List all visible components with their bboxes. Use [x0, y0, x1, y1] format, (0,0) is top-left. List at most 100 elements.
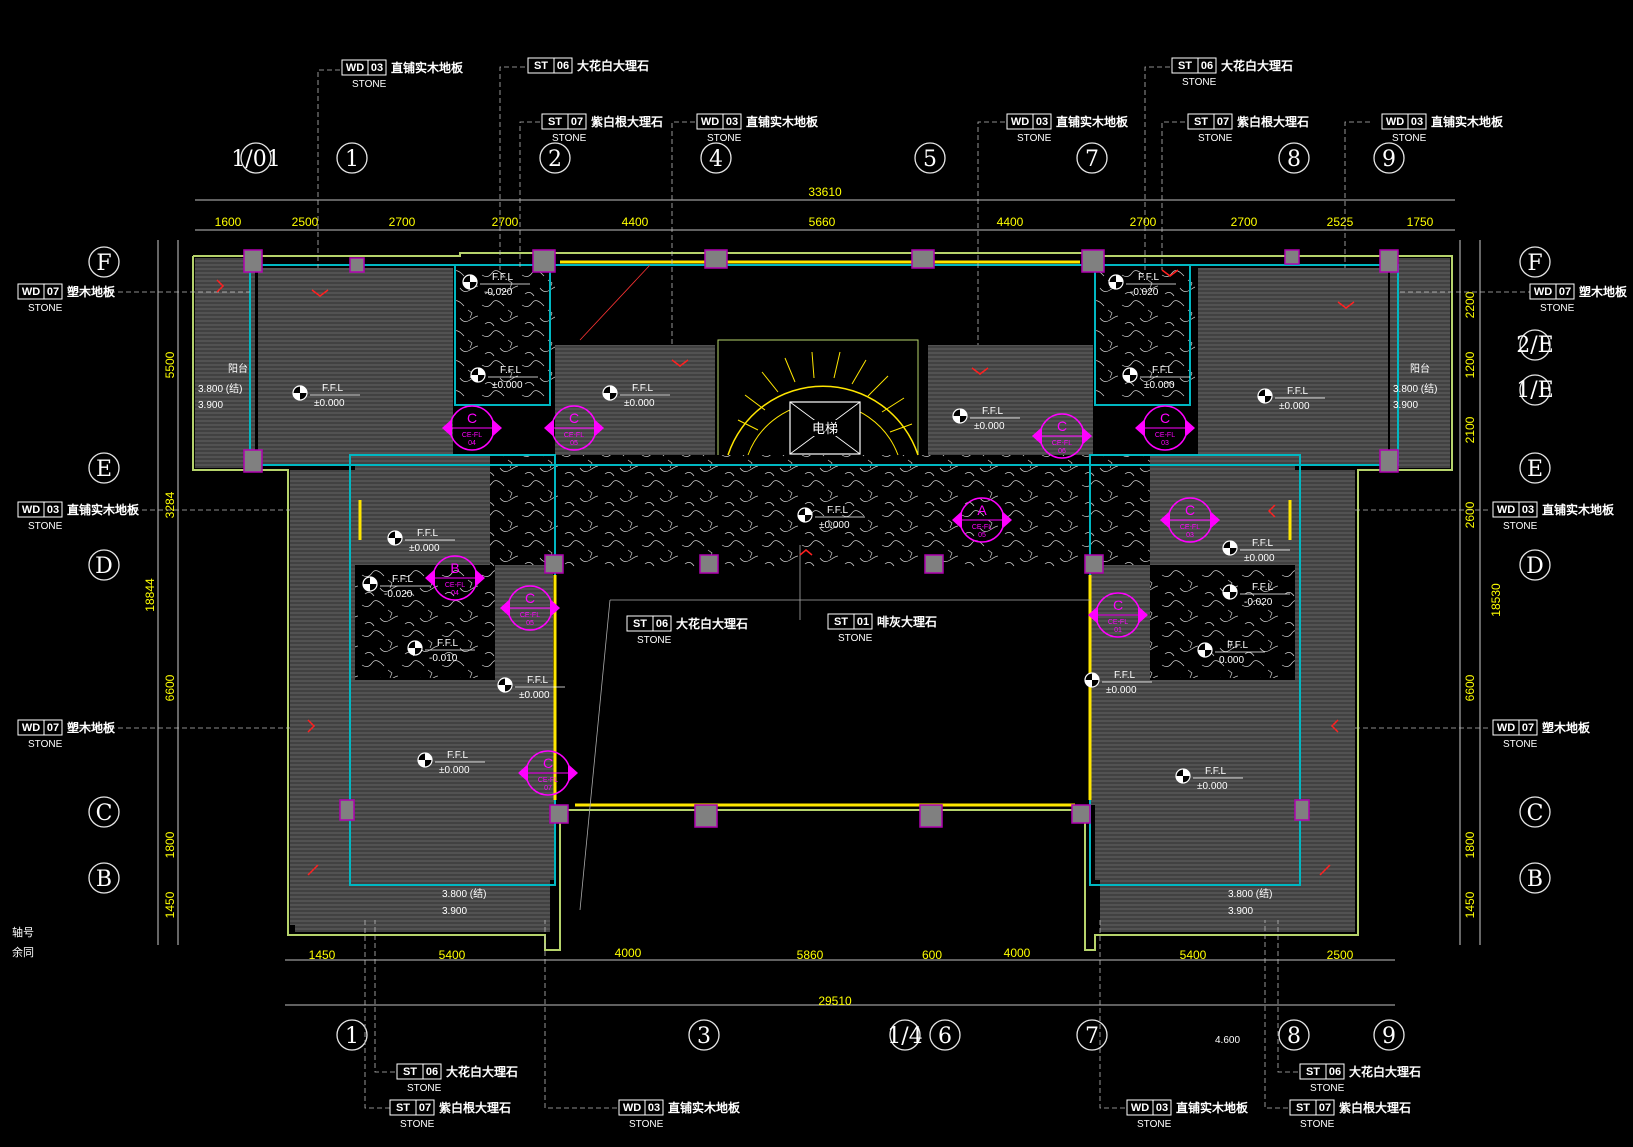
level-balcony-b: 3.900	[1393, 400, 1418, 411]
tag-num: 07	[1522, 722, 1534, 734]
ffl-label: F.F.L	[1252, 538, 1274, 549]
section-letter: A	[977, 502, 987, 518]
dim-right: 1450	[1463, 891, 1477, 918]
dim-bottom: 5400	[1180, 948, 1207, 962]
tag-sub: STONE	[1017, 133, 1052, 144]
left-lower-outer	[290, 470, 355, 925]
grid-bubble-label: B	[96, 867, 112, 892]
section-num: 03	[1161, 440, 1169, 447]
tag-name: 大花白大理石	[577, 58, 649, 73]
level-balcony-b: 3.900	[1228, 906, 1253, 917]
dim-right: 1800	[1463, 831, 1477, 858]
ffl-marker: F.F.L±0.000	[1122, 365, 1190, 391]
tag-num: 07	[571, 116, 583, 128]
central-corridor	[490, 455, 1165, 570]
section-num: 04	[451, 590, 459, 597]
tag-num: 07	[1319, 1102, 1331, 1114]
side-room-labels: 阳台 阳台 3.800 (结) 3.900 3.800 (结) 3.900 3.…	[198, 362, 1437, 1046]
right-balcony	[1100, 880, 1355, 932]
grid-bubble-label: 5	[923, 147, 937, 172]
grid-bubble-label: 8	[1287, 147, 1301, 172]
grid-bubble-label: 1/01	[231, 147, 280, 172]
grid-bubble-label: 7	[1085, 1024, 1099, 1049]
tag-num: 07	[419, 1102, 431, 1114]
grid-bubble-label: E	[96, 457, 112, 482]
grid-bubble-label: 3	[697, 1024, 711, 1049]
grid-bubble-label: 8	[1287, 1024, 1301, 1049]
dim-left: 6600	[163, 674, 177, 701]
tag-num: 03	[726, 116, 738, 128]
tag-name: 直铺实木地板	[391, 60, 464, 75]
ffl-marker: F.F.L±0.000	[952, 406, 1020, 432]
tag-num: 03	[1156, 1102, 1168, 1114]
grid-bubbles-left: F E D C B	[88, 246, 120, 894]
ffl-marker: F.F.L±0.000	[1084, 670, 1152, 696]
dim-right: 1200	[1463, 351, 1477, 378]
ffl-value: ±0.000	[974, 421, 1005, 432]
tag-code: ST	[396, 1102, 410, 1114]
section-letter: C	[467, 410, 477, 426]
right-dimensions: 2200 1200 2100 2600 18530 6600 1800 1450	[1463, 291, 1503, 918]
grid-bubble-label: 4	[709, 147, 723, 172]
dim-bottom: 4000	[1004, 946, 1031, 960]
misc-level: 4.600	[1215, 1035, 1240, 1046]
room-left-bedroom	[258, 268, 453, 464]
grid-bubble-label: E	[1527, 457, 1543, 482]
tag-code: WD	[701, 116, 719, 128]
tag-name: 直铺实木地板	[746, 114, 819, 129]
tag-sub: STONE	[28, 303, 63, 314]
tag-num: 07	[47, 722, 59, 734]
ffl-value: ±0.000	[1144, 380, 1175, 391]
grid-bubbles-top: 1/01 1 2 4 5 7 8 9	[231, 142, 1405, 174]
tag-num: 03	[1036, 116, 1048, 128]
tag-name: 塑木地板	[1579, 284, 1628, 299]
dim-right: 2600	[1463, 501, 1477, 528]
tag-num: 06	[1201, 60, 1213, 72]
tag-code: ST	[1306, 1066, 1320, 1078]
grid-bubble-label: 1/4	[887, 1024, 922, 1049]
tag-num: 06	[1329, 1066, 1341, 1078]
tag-code: ST	[633, 618, 647, 630]
tag-code: WD	[1497, 504, 1515, 516]
ffl-label: F.F.L	[1205, 766, 1227, 777]
dim-top: 1750	[1407, 215, 1434, 229]
ffl-label: F.F.L	[392, 574, 414, 585]
ffl-marker: F.F.L±0.000	[1175, 766, 1243, 792]
grid-bubble-label: C	[1527, 801, 1544, 826]
ffl-label: F.F.L	[527, 675, 549, 686]
tag-name: 紫白根大理石	[1339, 1100, 1411, 1115]
ffl-marker: F.F.L-0.020	[462, 272, 530, 298]
tag-name: 直铺实木地板	[1056, 114, 1129, 129]
side-room-label: 阳台	[1410, 362, 1430, 375]
ffl-label: F.F.L	[827, 505, 849, 516]
tag-leaders	[70, 66, 1530, 1109]
dim-bottom: 2500	[1327, 948, 1354, 962]
section-num: 05	[526, 620, 534, 627]
tag-num: 03	[1522, 504, 1534, 516]
right-lower-room2	[1095, 680, 1295, 880]
ffl-value: -0.020	[1130, 287, 1159, 298]
ffl-label: F.F.L	[500, 365, 522, 376]
tag-sub: STONE	[1503, 739, 1538, 750]
grid-bubble-label: F	[96, 251, 111, 276]
tag-code: WD	[346, 62, 364, 74]
tag-code: WD	[22, 722, 40, 734]
tag-num: 06	[426, 1066, 438, 1078]
section-letter: C	[525, 590, 535, 606]
tag-sub: STONE	[1182, 77, 1217, 88]
tag-sub: STONE	[629, 1119, 664, 1130]
tag-num: 07	[1217, 116, 1229, 128]
tag-num: 06	[656, 618, 668, 630]
section-sub: CE-FL	[445, 582, 465, 589]
bottom-dimensions: 1450 5400 4000 5860 600 4000 5400 2500 2…	[309, 946, 1354, 1008]
